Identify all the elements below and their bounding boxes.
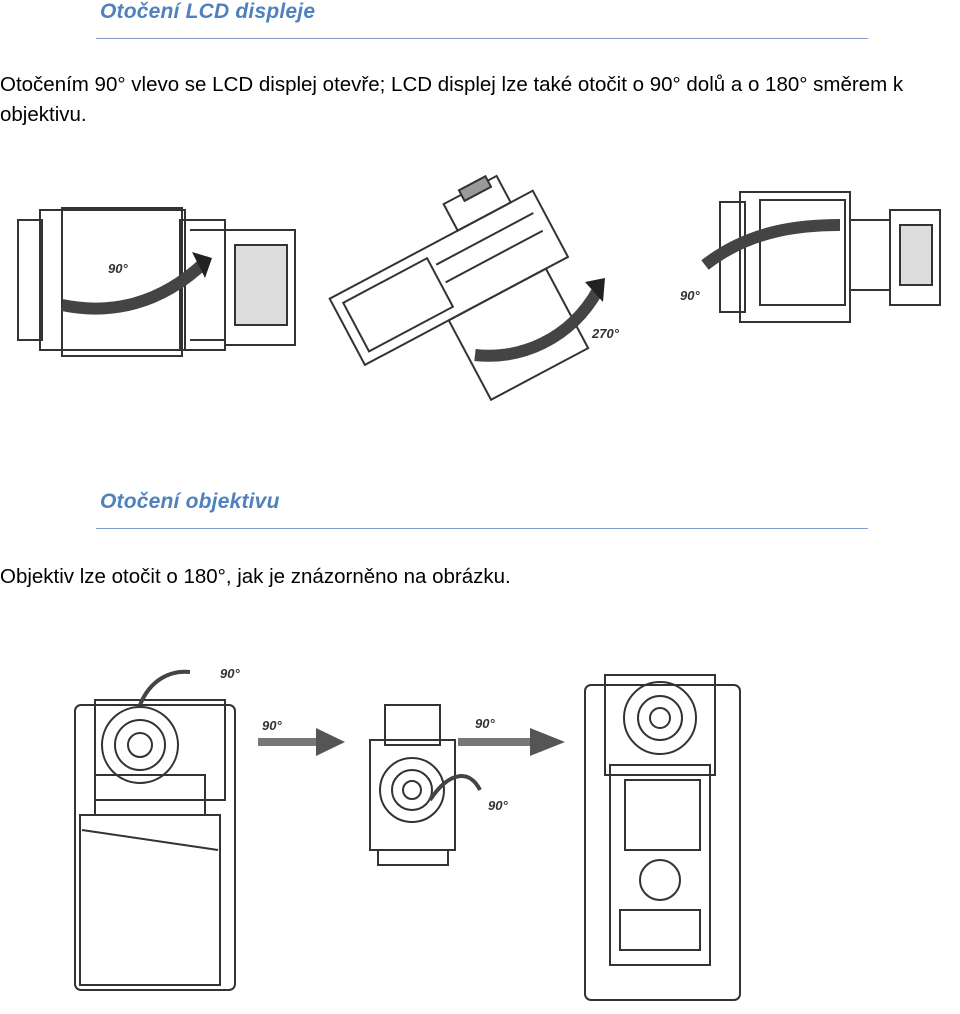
camera-front-illustration xyxy=(74,699,236,991)
paragraph-lcd: Otočením 90° vlevo se LCD displej otevře… xyxy=(0,73,904,126)
rotation-arrow-1 xyxy=(60,257,210,315)
heading-rule xyxy=(96,38,868,39)
angle-label: 90° xyxy=(488,798,508,813)
section-heading-lens: Otočení objektivu xyxy=(100,490,280,513)
lens-rotation-figure: 90° 90° 90° 90° xyxy=(74,666,741,1001)
section-heading-lcd: Otočení LCD displeje xyxy=(100,0,316,23)
lens-module-illustration xyxy=(369,704,456,866)
angle-label: 90° xyxy=(262,718,282,733)
paragraph-lens: Objektiv lze otočit o 180°, jak je znázo… xyxy=(0,565,511,588)
angle-label: 90° xyxy=(475,716,495,731)
camera-rotated-lcd-illustration xyxy=(719,191,941,323)
camera-open-lcd-illustration xyxy=(328,174,590,402)
rotation-arrow-3 xyxy=(701,219,841,270)
angle-label: 270° xyxy=(591,326,620,341)
rotation-arrow-lens-2 xyxy=(428,774,482,802)
camera-closed-illustration xyxy=(17,207,296,357)
angle-label: 90° xyxy=(220,666,240,681)
rotation-arrow-lens-1 xyxy=(138,669,191,706)
heading-rule xyxy=(96,528,868,529)
lcd-rotation-figure: 90° 270° 90° xyxy=(17,174,941,402)
angle-label: 90° xyxy=(680,288,700,303)
angle-label: 90° xyxy=(108,261,128,276)
camera-rear-illustration xyxy=(584,674,741,1001)
rotation-arrow-2 xyxy=(474,286,604,362)
